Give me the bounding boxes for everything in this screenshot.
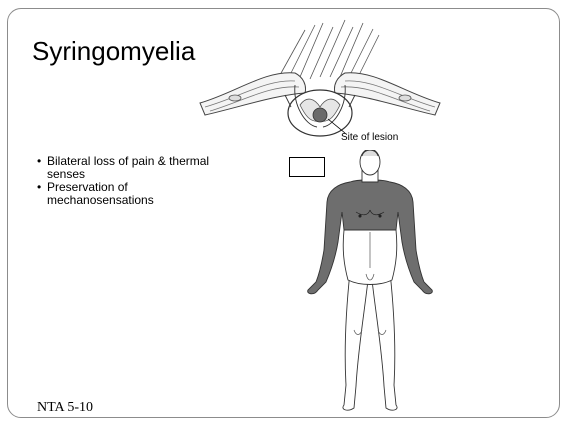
- bullet-item: Bilateral loss of pain & thermal senses: [37, 155, 217, 181]
- slide-title: Syringomyelia: [32, 36, 195, 66]
- body-figure: [300, 150, 440, 415]
- slide-footer: NTA 5-10: [37, 401, 93, 415]
- bullet-list: Bilateral loss of pain & thermal senses …: [37, 155, 217, 207]
- lesion-label: Site of lesion: [341, 132, 398, 143]
- spinal-cord-diagram: [195, 15, 445, 140]
- bullet-item: Preservation of mechanosensations: [37, 181, 217, 207]
